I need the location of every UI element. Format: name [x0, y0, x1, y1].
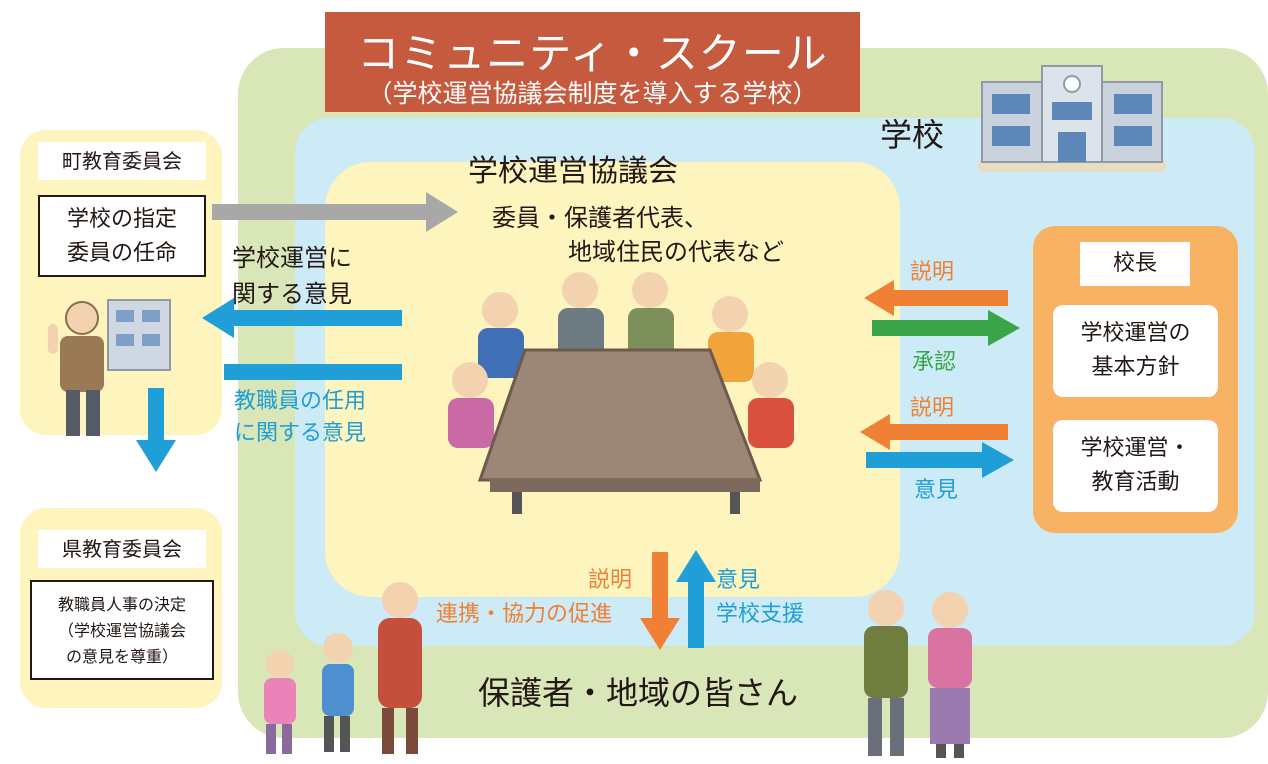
- opinion-mgmt-line1: 学校運営に: [232, 244, 352, 272]
- blue-arrow-left: [202, 298, 402, 338]
- council-members-line2: 地域住民の代表など: [568, 238, 784, 266]
- title-main: コミュニティ・スクール: [357, 29, 828, 78]
- explain2-label: 説明: [910, 396, 955, 421]
- family-illustration: [264, 582, 422, 754]
- elderly-couple-illustration: [864, 590, 972, 758]
- pref-board-line2: （学校運営協議会: [57, 621, 186, 640]
- approve-label: 承認: [912, 350, 957, 375]
- principal-item1: 学校運営の 基本方針: [1053, 305, 1218, 397]
- principal-item2: 学校運営・ 教育活動: [1053, 420, 1218, 512]
- pref-board-line1: 教職員人事の決定: [57, 595, 186, 614]
- town-board-region: [20, 130, 222, 435]
- title-subtitle: （学校運営協議会制度を導入する学校）: [367, 79, 818, 108]
- orange-arrow-left-1: [864, 280, 1008, 316]
- town-board-line1: 学校の指定: [66, 207, 177, 232]
- principal-title: 校長: [1080, 242, 1190, 286]
- opinion-staff-line1: 教職員の任用: [234, 389, 367, 414]
- town-board-box: 学校の指定 委員の任命: [38, 195, 206, 277]
- board-official-illustration: [48, 299, 171, 436]
- blue-bar: [224, 364, 402, 380]
- opinion-label: 意見: [914, 478, 959, 503]
- orange-arrow-left-2: [860, 414, 1008, 450]
- school-building-icon: [978, 65, 1166, 172]
- bottom-explain-label: 説明: [588, 568, 633, 593]
- explain-label: 説明: [910, 260, 955, 285]
- orange-arrow-down: [640, 552, 680, 650]
- town-board-line2: 委員の任命: [66, 241, 177, 266]
- school-label: 学校: [880, 116, 945, 154]
- principal-item2-line1: 学校運営・: [1080, 436, 1191, 461]
- council-title: 学校運営協議会: [468, 154, 678, 189]
- opinion-staff-label: 教職員の任用 に関する意見: [234, 386, 366, 450]
- gray-arrow-right: [212, 192, 458, 232]
- blue-arrow-right: [866, 442, 1014, 478]
- principal-item2-line2: 教育活動: [1091, 470, 1180, 495]
- pref-board-line3: の意見を尊重）: [65, 647, 178, 666]
- town-board-title: 町教育委員会: [38, 142, 206, 180]
- bottom-opinion-label: 意見: [716, 568, 761, 593]
- opinion-mgmt-line2: 関する意見: [232, 280, 352, 308]
- opinion-mgmt-label: 学校運営に 関する意見: [232, 240, 352, 312]
- blue-arrow-up: [676, 550, 716, 648]
- pref-board-box: 教職員人事の決定 （学校運営協議会 の意見を尊重）: [30, 580, 214, 680]
- opinion-staff-line2: に関する意見: [234, 421, 367, 446]
- bottom-cooperation-label: 連携・協力の促進: [436, 602, 613, 627]
- community-label: 保護者・地域の皆さん: [478, 674, 799, 712]
- council-members-line1: 委員・保護者代表、: [492, 204, 708, 232]
- principal-item1-line2: 基本方針: [1091, 355, 1180, 380]
- bottom-support-label: 学校支援: [716, 602, 805, 627]
- title-banner: コミュニティ・スクール （学校運営協議会制度を導入する学校）: [325, 12, 860, 112]
- principal-item1-line1: 学校運営の: [1080, 321, 1191, 346]
- meeting-illustration: [448, 272, 794, 514]
- green-arrow-right: [872, 310, 1020, 346]
- pref-board-title: 県教育委員会: [38, 530, 206, 568]
- blue-arrow-down: [136, 388, 176, 472]
